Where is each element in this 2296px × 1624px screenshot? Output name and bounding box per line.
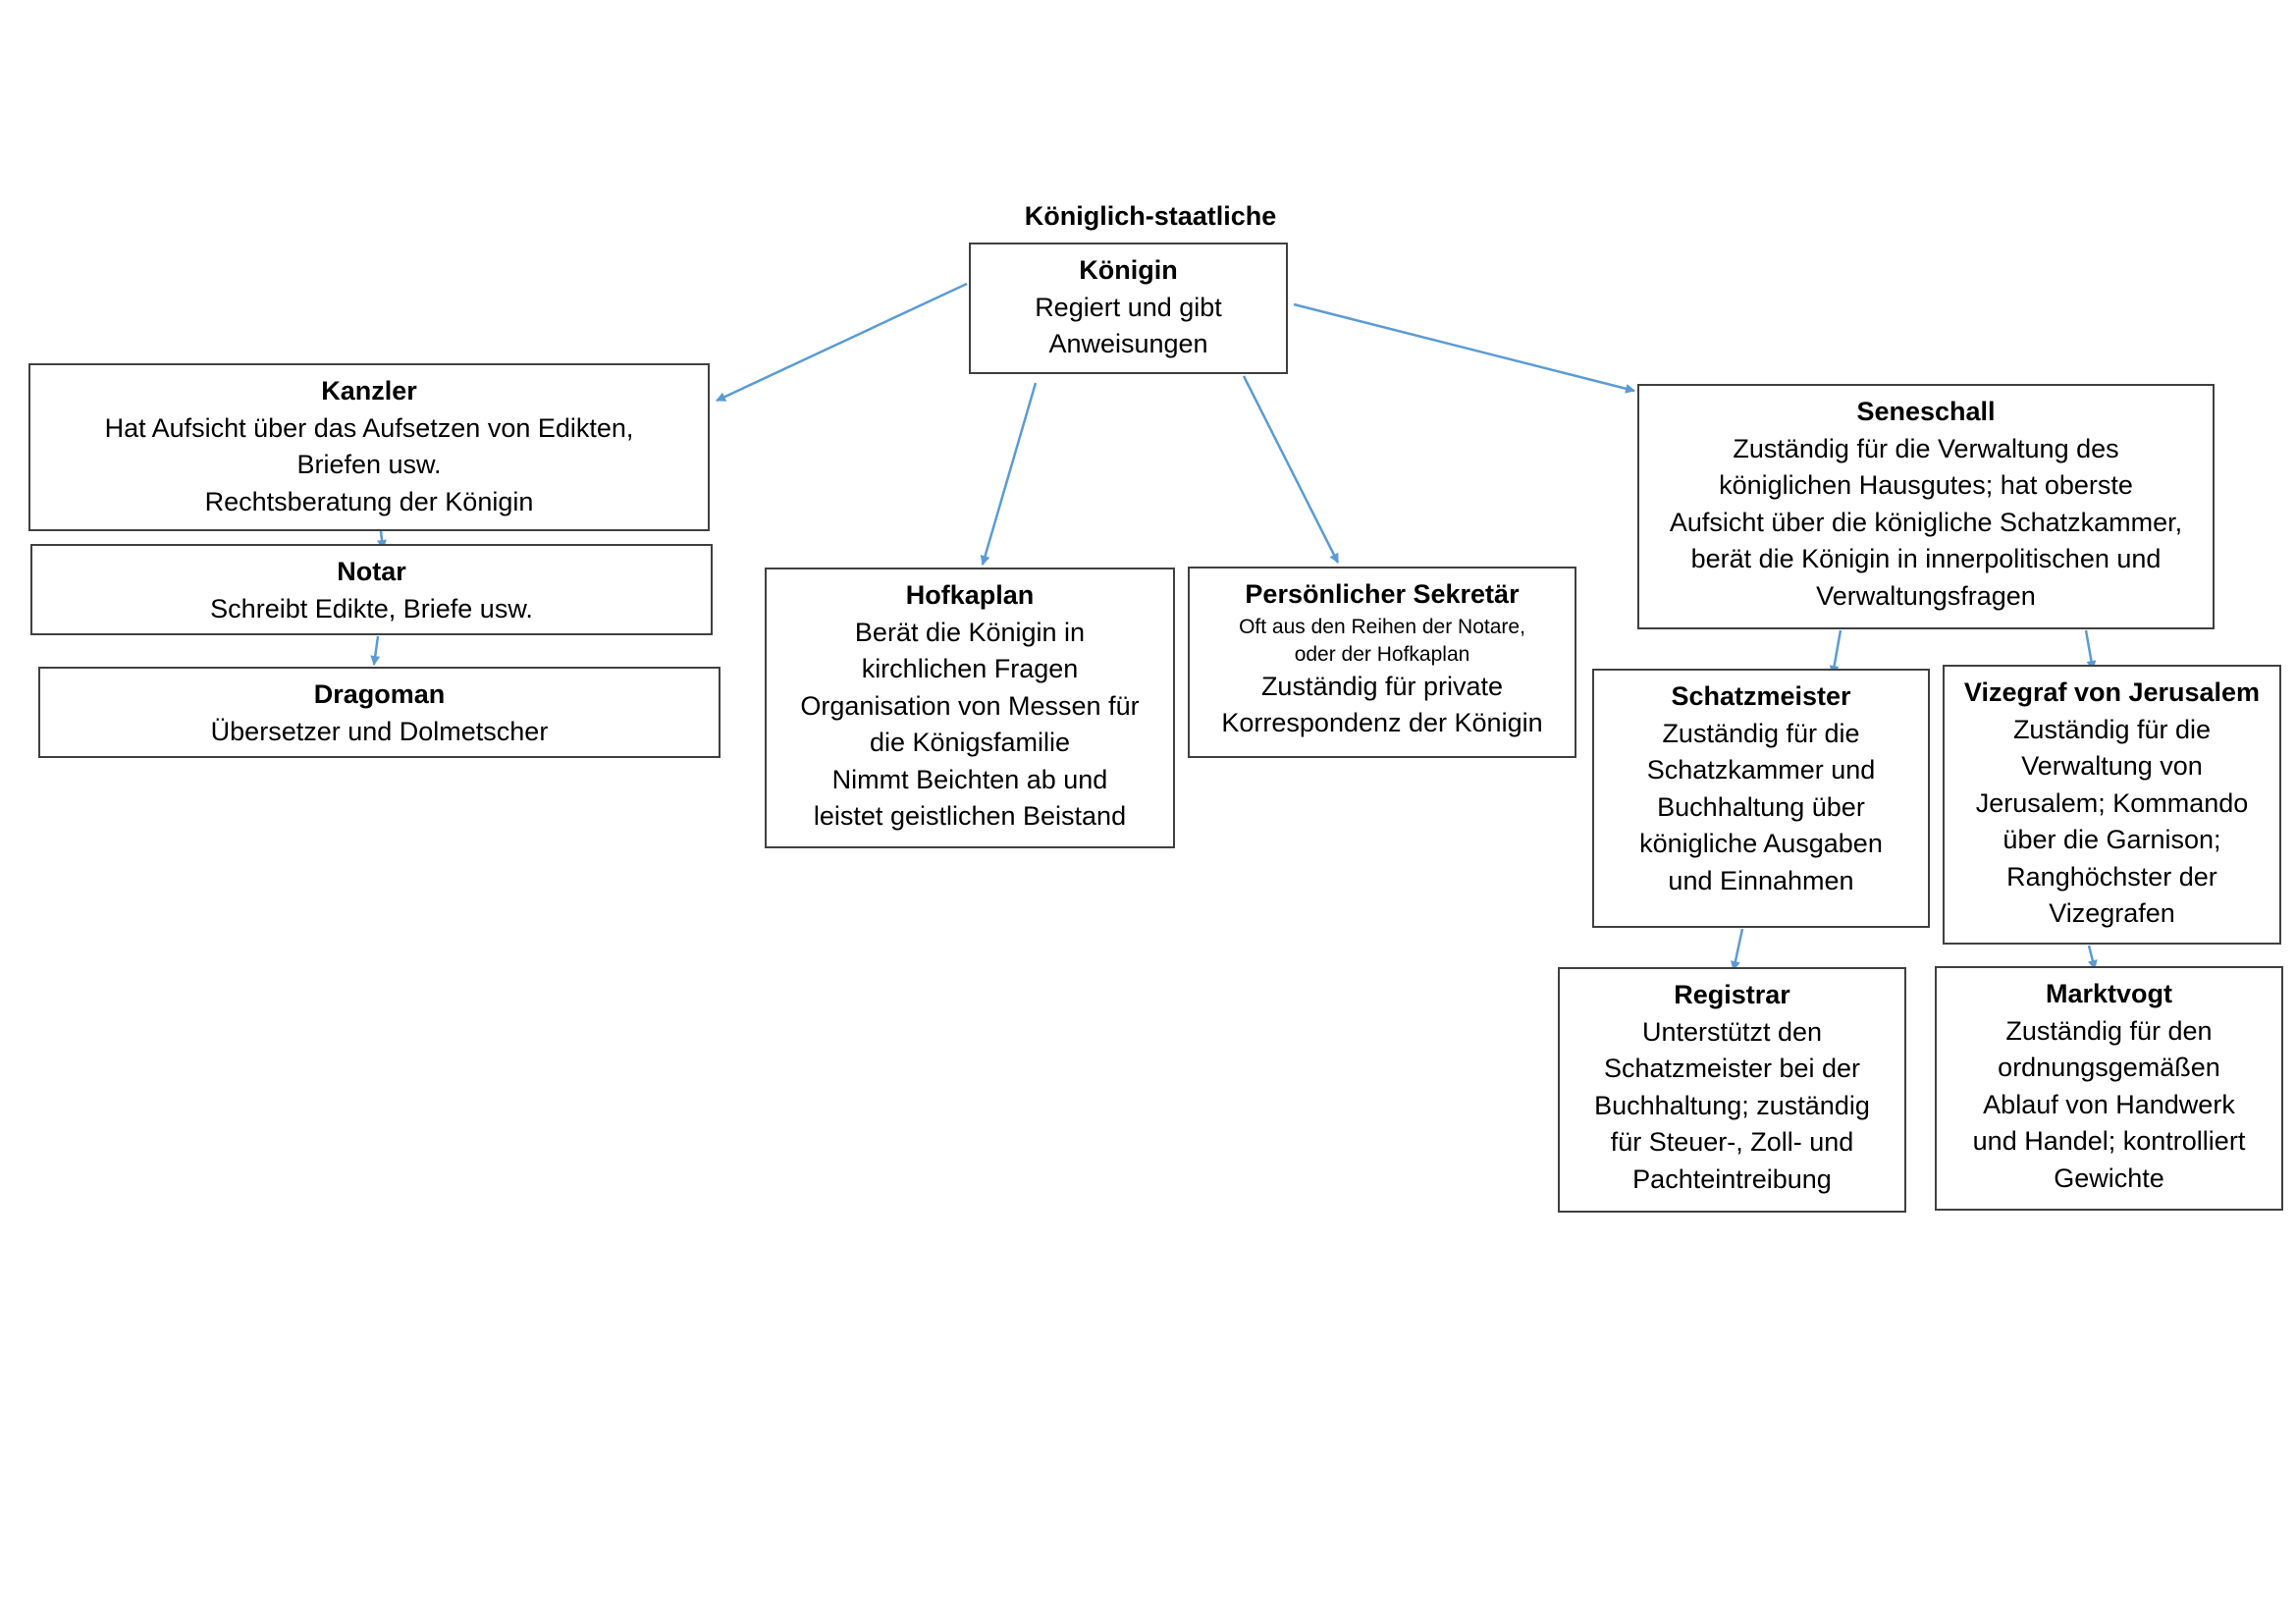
node-text: Übersetzer und Dolmetscher	[210, 716, 549, 746]
arrow-schatz-to-registrar	[1730, 928, 1744, 971]
node-seneschall: Seneschall Zuständig für die Verwaltung …	[1637, 384, 2215, 629]
node-heading: Registrar	[1674, 980, 1790, 1009]
node-text: Zuständig für private Korrespondenz der …	[1221, 671, 1543, 738]
node-vizegraf: Vizegraf von Jerusalem Zuständig für die…	[1943, 665, 2281, 945]
node-heading: Notar	[337, 557, 406, 586]
node-heading: Kanzler	[321, 376, 417, 406]
node-registrar: Registrar Unterstützt den Schatzmeister …	[1558, 967, 1906, 1213]
node-sekretaer: Persönlicher Sekretär Oft aus den Reihen…	[1188, 567, 1576, 758]
node-hofkaplan: Hofkaplan Berät die Königin in kirchlich…	[765, 568, 1175, 848]
arrow-koenigin-to-hofkaplan	[980, 382, 1038, 566]
node-heading: Königin	[1079, 255, 1178, 285]
node-schatzmeister: Schatzmeister Zuständig für die Schatzka…	[1592, 669, 1930, 928]
node-text: Berät die Königin in kirchlichen Fragen …	[800, 617, 1140, 832]
arrow-koenigin-to-kanzler	[716, 282, 968, 403]
arrow-koenigin-to-sekretaer	[1242, 375, 1340, 564]
node-kanzler: Kanzler Hat Aufsicht über das Aufsetzen …	[28, 363, 710, 531]
node-note: Oft aus den Reihen der Notare, oder der …	[1239, 615, 1525, 666]
node-koenigin: Königin Regiert und gibt Anweisungen	[969, 243, 1288, 374]
node-heading: Seneschall	[1856, 397, 1996, 426]
arrow-notar-to-dragoman	[370, 635, 381, 666]
arrow-koenigin-to-seneschall	[1293, 302, 1635, 394]
node-marktvogt: Marktvogt Zuständig für den ordnungsgemä…	[1935, 966, 2283, 1211]
node-heading: Persönlicher Sekretär	[1245, 579, 1520, 609]
node-heading: Dragoman	[313, 679, 446, 709]
node-text: Zuständig für die Verwaltung des königli…	[1669, 433, 2183, 611]
node-heading: Schatzmeister	[1671, 681, 1851, 711]
node-text: Unterstützt den Schatzmeister bei der Bu…	[1594, 1016, 1870, 1194]
node-text: Hat Aufsicht über das Aufsetzen von Edik…	[104, 412, 634, 516]
node-heading: Hofkaplan	[905, 580, 1035, 610]
node-heading: Marktvogt	[2045, 979, 2172, 1008]
node-text: Zuständig für die Schatzkammer und Buchh…	[1639, 718, 1883, 895]
node-dragoman: Dragoman Übersetzer und Dolmetscher	[38, 667, 721, 758]
arrow-seneschall-to-vizegraf	[2084, 629, 2097, 671]
node-text: Schreibt Edikte, Briefe usw.	[210, 593, 533, 623]
node-text: Zuständig für die Verwaltung von Jerusal…	[1975, 714, 2249, 929]
node-text: Zuständig für den ordnungsgemäßen Ablauf…	[1972, 1015, 2246, 1193]
node-notar: Notar Schreibt Edikte, Briefe usw.	[30, 544, 713, 635]
node-heading: Vizegraf von Jerusalem	[1963, 677, 2261, 707]
node-text: Regiert und gibt Anweisungen	[1035, 292, 1222, 359]
